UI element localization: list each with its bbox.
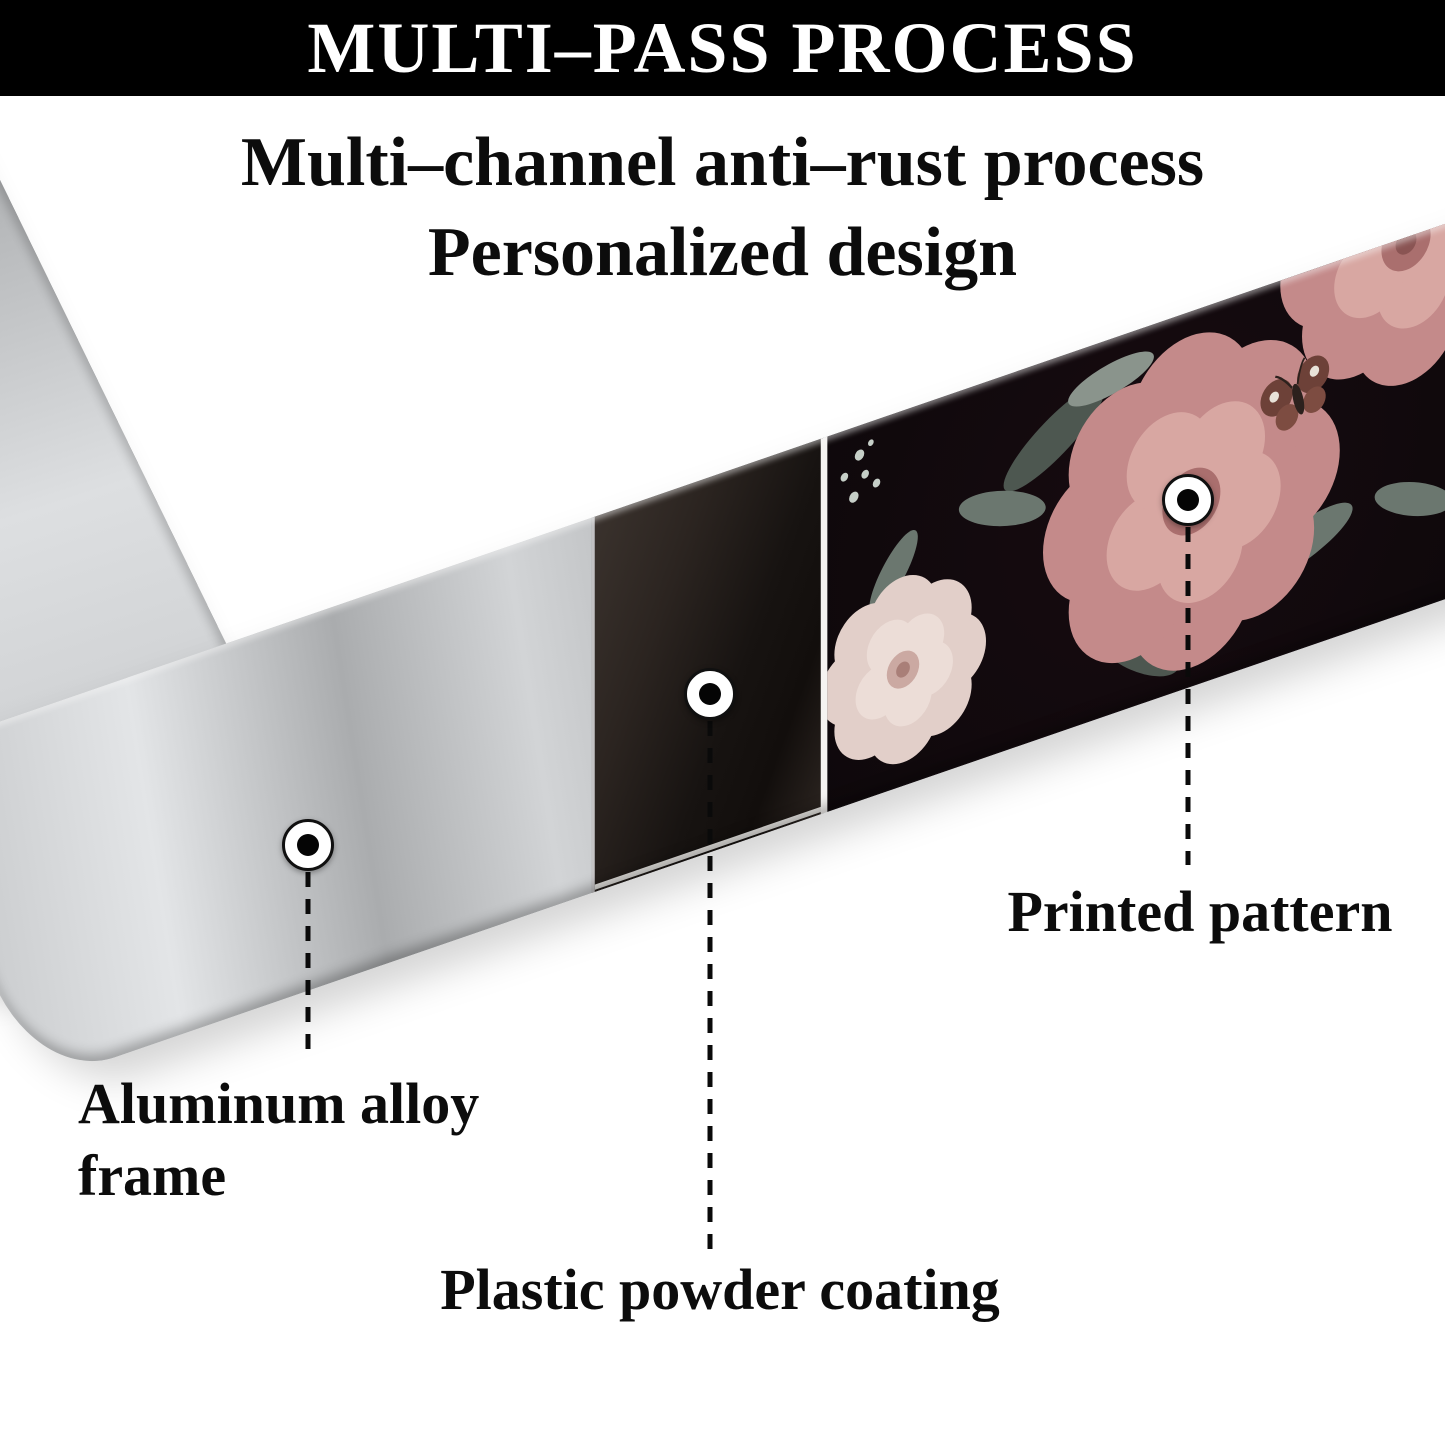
butterfly — [1260, 355, 1330, 431]
floral-pattern-art — [827, 67, 1445, 791]
callout-dot-plastic — [684, 668, 736, 720]
callout-label-aluminum: Aluminum alloy frame — [78, 1071, 480, 1208]
callout-label-printed: Printed pattern — [1007, 879, 1393, 944]
callout-dot-core — [1177, 489, 1199, 511]
headline: Multi–channel anti–rust process Personal… — [0, 118, 1445, 297]
callout-dot-core — [297, 834, 319, 856]
frame-bottom-band — [0, 67, 1445, 1087]
flower-pale — [827, 548, 987, 791]
printed-pattern-segment — [827, 67, 1445, 812]
callout-label-plastic: Plastic powder coating — [440, 1257, 1000, 1322]
headline-line1: Multi–channel anti–rust process — [240, 124, 1205, 201]
callout-dot-core — [699, 683, 721, 705]
callout-line-printed — [1185, 527, 1191, 865]
callout-dot-aluminum — [282, 819, 334, 871]
banner-title: MULTI–PASS PROCESS — [307, 7, 1138, 88]
callout-dot-printed — [1162, 474, 1214, 526]
callout-line-aluminum — [305, 872, 311, 1060]
top-banner: MULTI–PASS PROCESS — [0, 0, 1445, 96]
headline-line2: Personalized design — [427, 213, 1018, 291]
callout-line-plastic — [707, 721, 713, 1249]
berry-sprig — [840, 439, 881, 503]
